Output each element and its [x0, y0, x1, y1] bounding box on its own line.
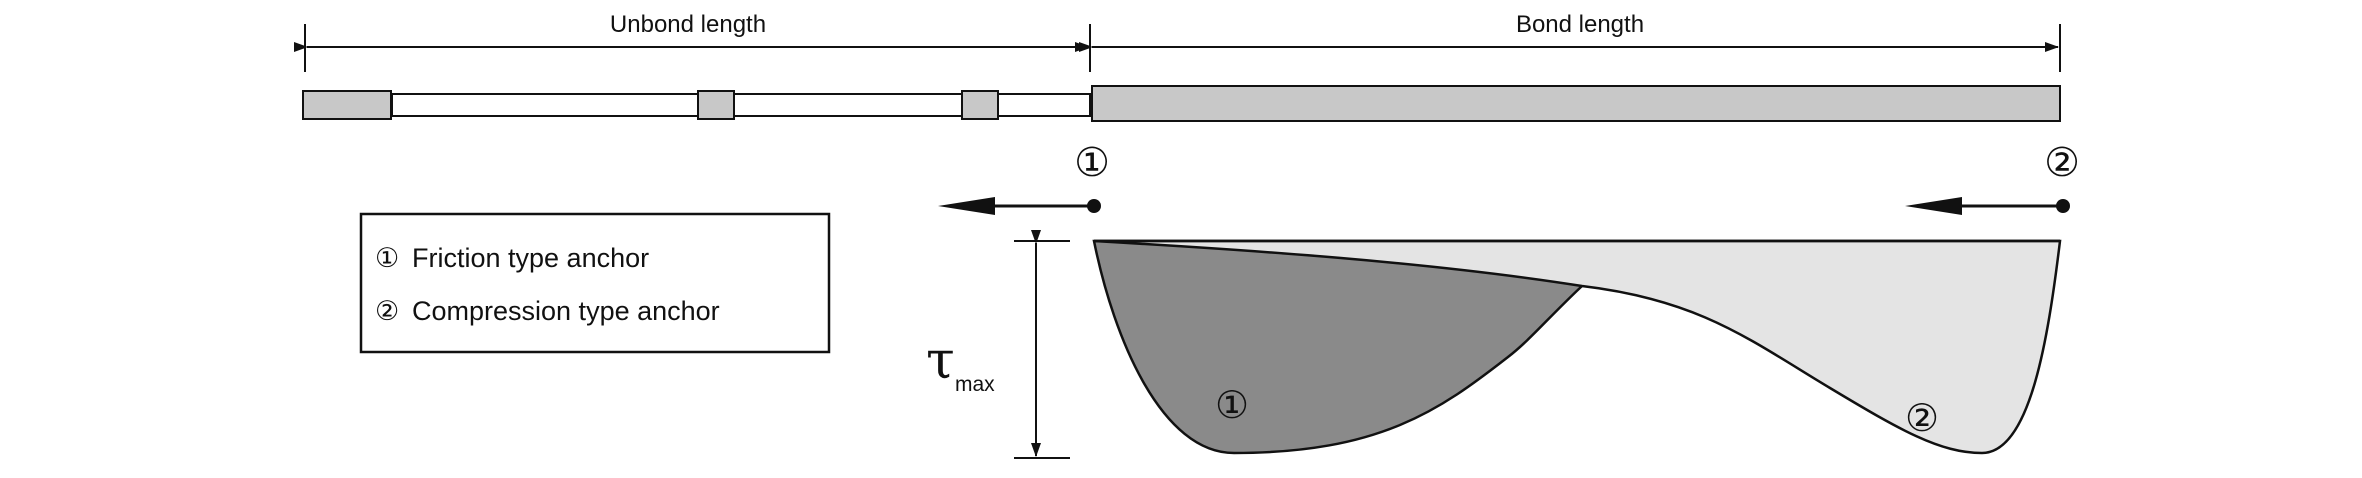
friction-load-marker: ① — [938, 140, 1110, 215]
compression-load-marker: ② — [1905, 140, 2080, 215]
friction-marker-number: ① — [1074, 140, 1110, 186]
spacer-block-1 — [697, 90, 735, 120]
legend-box — [359, 212, 831, 354]
unbond-length-label: Unbond length — [610, 11, 766, 38]
friction-anchor-stress-curve — [1093, 239, 2062, 455]
bond-length-dimension: Bond length — [1079, 11, 2061, 72]
anchor-tendon — [302, 85, 2061, 122]
anchor-head-block — [302, 90, 392, 120]
legend-item2-label: Compression type anchor — [412, 296, 720, 326]
tau-subscript: max — [955, 373, 995, 396]
spacer-block-2 — [961, 90, 999, 120]
compression-curve-label: ② — [1905, 396, 1939, 440]
bond-stress-distribution: ① ② — [1092, 239, 2062, 455]
tau-symbol: τ — [926, 331, 955, 391]
unbond-length-dimension: Unbond length — [294, 11, 1091, 72]
compression-marker-number: ② — [2044, 140, 2080, 186]
legend-item1-label: Friction type anchor — [412, 243, 649, 273]
bond-length-label: Bond length — [1516, 11, 1644, 38]
bond-zone-grout-body — [1091, 85, 2061, 122]
legend: ① Friction type anchor ② Compression typ… — [359, 212, 831, 354]
tau-max-dimension: τ max — [926, 230, 1070, 459]
friction-load-arrow — [938, 197, 995, 215]
legend-item1-marker: ① — [375, 243, 399, 274]
legend-item2-marker: ② — [375, 296, 399, 327]
friction-curve-label: ① — [1215, 383, 1249, 427]
compression-load-arrow — [1905, 197, 1962, 215]
